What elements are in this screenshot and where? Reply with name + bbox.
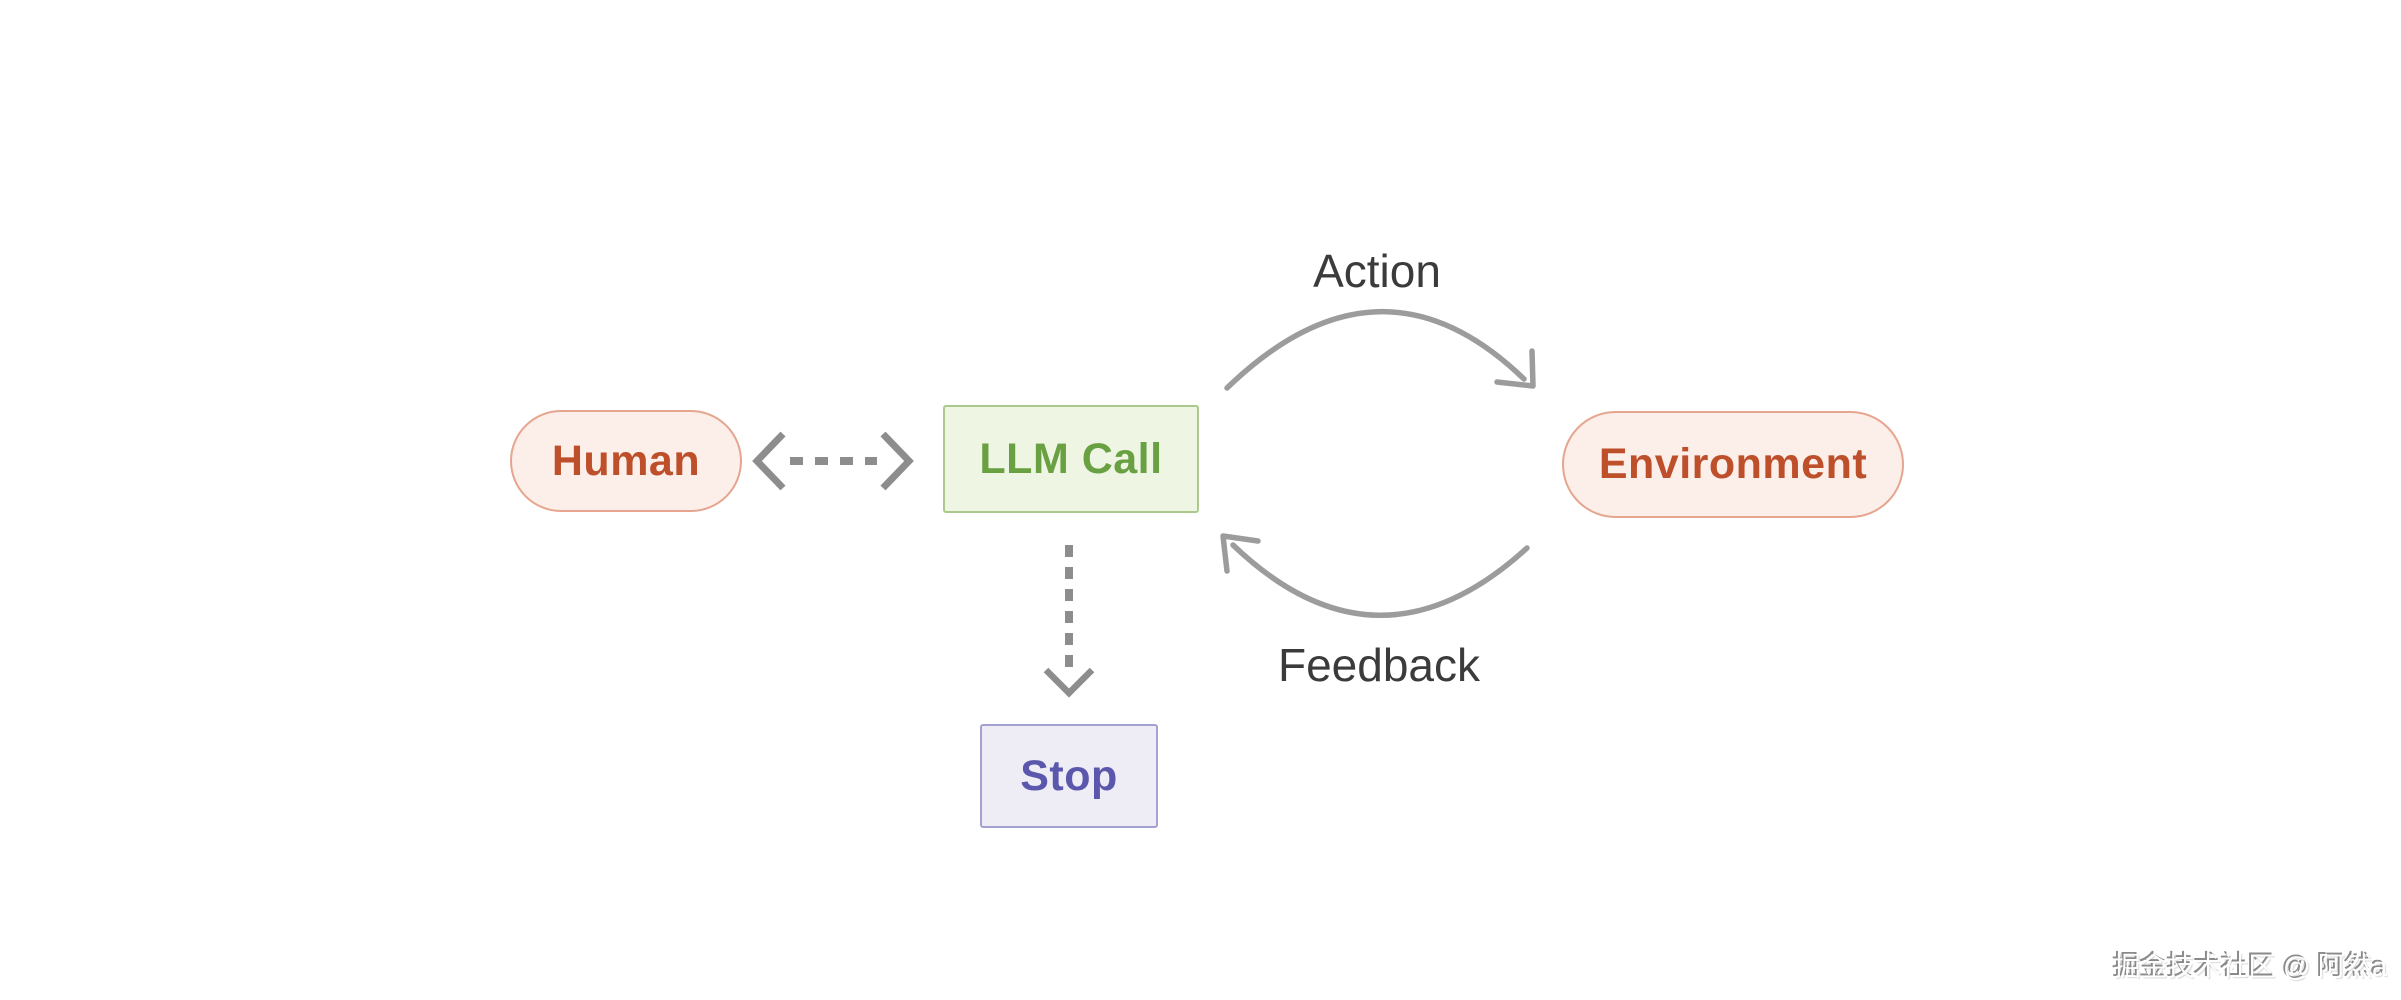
action-edge-label: Action (1313, 245, 1441, 297)
human-llm-dashed-double-arrow-icon (752, 431, 914, 491)
llm-stop-dashed-arrow-icon (1043, 545, 1095, 698)
node-human-label: Human (551, 436, 701, 485)
node-human: Human (510, 410, 742, 512)
feedback-edge-label: Feedback (1277, 639, 1481, 691)
node-environment: Environment (1562, 411, 1904, 518)
feedback-arrow-icon (1220, 533, 1530, 618)
node-stop: Stop (980, 724, 1158, 828)
node-llm-call-label: LLM Call (979, 434, 1163, 483)
node-llm-call: LLM Call (943, 405, 1199, 513)
node-environment-label: Environment (1598, 440, 1868, 488)
action-arrow-icon (1224, 309, 1536, 391)
watermark: 掘金技术社区 @ 阿然a (2113, 952, 2387, 982)
node-stop-label: Stop (1020, 751, 1118, 800)
